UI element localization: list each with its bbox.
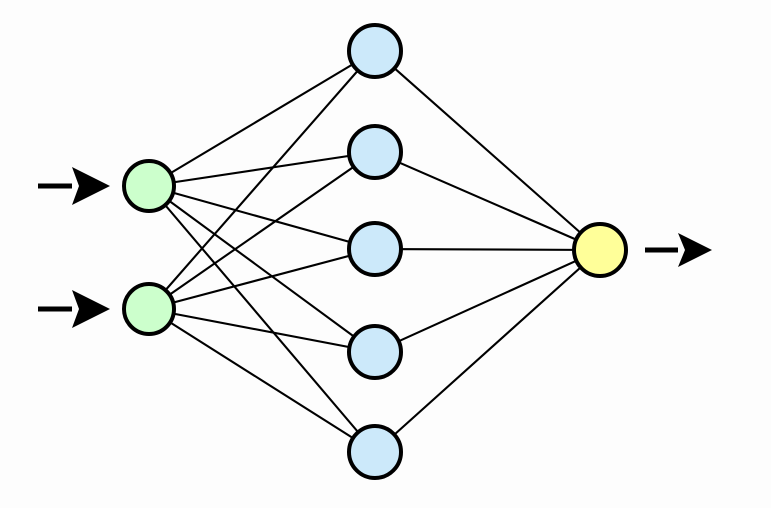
edge-input-2-to-hidden-5 bbox=[147, 307, 377, 454]
edge-hidden-4-to-output-1 bbox=[373, 248, 602, 354]
output-arrow-icon bbox=[645, 233, 712, 267]
layer-hidden-layer bbox=[347, 23, 403, 480]
edge-hidden-3-to-output-1 bbox=[373, 247, 602, 252]
layer-input-layer bbox=[122, 159, 176, 336]
input-arrow-bottom-icon bbox=[38, 290, 110, 328]
edge-input-1-to-hidden-4 bbox=[147, 184, 377, 354]
edge-input-2-to-hidden-1 bbox=[147, 49, 377, 311]
edge-hidden-2-to-output-1 bbox=[373, 150, 602, 252]
edge-input-2-to-hidden-2 bbox=[147, 150, 377, 311]
edge-input-1-to-hidden-3 bbox=[147, 184, 377, 251]
arrows-group bbox=[38, 167, 712, 328]
output-arrow-head bbox=[678, 233, 712, 267]
node-input-2[interactable] bbox=[122, 282, 176, 336]
edge-input-1-to-hidden-1 bbox=[147, 49, 377, 188]
node-hidden-1[interactable] bbox=[347, 23, 403, 79]
edge-input-2-to-hidden-4 bbox=[147, 307, 377, 354]
node-hidden-5[interactable] bbox=[347, 424, 403, 480]
node-hidden-3[interactable] bbox=[347, 221, 403, 277]
edge-input-1-to-hidden-5 bbox=[147, 184, 377, 454]
input-arrow-top-head bbox=[72, 167, 110, 205]
edge-input-2-to-hidden-3 bbox=[147, 247, 377, 311]
node-input-1[interactable] bbox=[122, 159, 176, 213]
node-output-1[interactable] bbox=[572, 222, 628, 278]
edge-hidden-1-to-output-1 bbox=[373, 49, 602, 252]
input-arrow-top-icon bbox=[38, 167, 110, 205]
input-arrow-bottom-head bbox=[72, 290, 110, 328]
edge-input-1-to-hidden-2 bbox=[147, 150, 377, 188]
edge-hidden-5-to-output-1 bbox=[373, 248, 602, 454]
edges-group bbox=[147, 49, 602, 454]
nodes-group bbox=[122, 23, 628, 480]
node-hidden-2[interactable] bbox=[347, 124, 403, 180]
layer-output-layer bbox=[572, 222, 628, 278]
node-hidden-4[interactable] bbox=[347, 324, 403, 380]
